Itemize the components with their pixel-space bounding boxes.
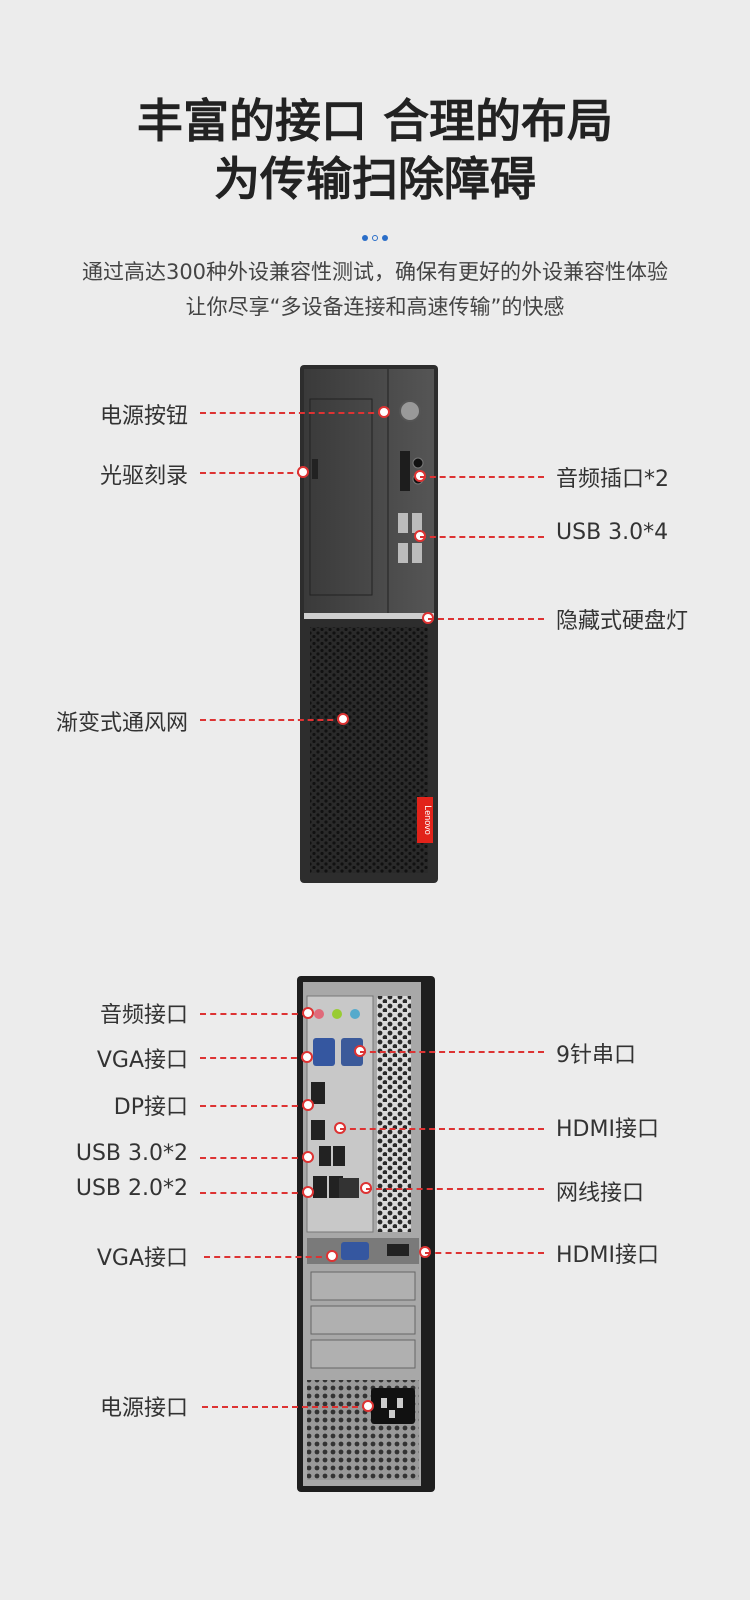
pc-front-image: Lenovo: [300, 365, 438, 883]
leader-line: [200, 719, 343, 721]
label-rear-usb30: USB 3.0*2: [75, 1141, 188, 1166]
marker-dot: [301, 1051, 313, 1063]
leader-line: [200, 1157, 308, 1159]
dot-icon: [372, 235, 378, 241]
subtitle-line-2: 让你尽享“多设备连接和高速传输”的快感: [185, 295, 565, 319]
label-rear-audio: 音频接口: [99, 1003, 188, 1028]
label-rear-vga-card: VGA接口: [96, 1246, 188, 1271]
marker-dot: [302, 1186, 314, 1198]
leader-line: [360, 1051, 544, 1053]
label-serial-port: 9针串口: [556, 1043, 636, 1068]
leader-line: [200, 1057, 307, 1059]
marker-dot: [362, 1400, 374, 1412]
label-rear-power: 电源接口: [99, 1396, 188, 1421]
leader-line: [204, 1256, 332, 1258]
label-optical-drive: 光驱刻录: [99, 464, 188, 489]
subtitle-line-1: 通过高达300种外设兼容性测试，确保有更好的外设兼容性体验: [81, 260, 669, 284]
marker-dot: [378, 406, 390, 418]
brand-logo: Lenovo: [423, 805, 433, 835]
label-hdd-light: 隐藏式硬盘灯: [556, 609, 689, 634]
label-vent-mesh: 渐变式通风网: [55, 711, 188, 736]
label-power-button: 电源按钮: [99, 404, 188, 429]
headline-line-1: 丰富的接口 合理的布局: [136, 94, 613, 148]
label-rear-usb20: USB 2.0*2: [75, 1176, 188, 1201]
leader-line: [366, 1188, 544, 1190]
label-rear-hdmi: HDMI接口: [556, 1117, 659, 1142]
leader-line: [202, 1406, 368, 1408]
leader-line: [420, 536, 544, 538]
marker-dot: [297, 466, 309, 478]
label-ethernet: 网线接口: [556, 1181, 645, 1206]
marker-dot: [337, 713, 349, 725]
leader-line: [200, 1192, 308, 1194]
leader-line: [200, 472, 303, 474]
label-rear-hdmi-card: HDMI接口: [556, 1243, 659, 1268]
dot-icon: [382, 235, 388, 241]
carousel-dots: [0, 226, 750, 245]
marker-dot: [302, 1099, 314, 1111]
leader-line: [428, 618, 544, 620]
label-rear-vga: VGA接口: [96, 1048, 188, 1073]
leader-line: [340, 1128, 544, 1130]
dot-icon: [362, 235, 368, 241]
marker-dot: [302, 1007, 314, 1019]
leader-line: [425, 1252, 544, 1254]
label-usb30-front: USB 3.0*4: [556, 520, 669, 545]
pc-rear-image: [297, 976, 435, 1492]
label-audio-jacks: 音频插口*2: [556, 467, 669, 492]
headline-line-2: 为传输扫除障碍: [214, 152, 536, 206]
leader-line: [200, 1105, 308, 1107]
label-rear-dp: DP接口: [113, 1095, 188, 1120]
marker-dot: [302, 1151, 314, 1163]
leader-line: [420, 476, 544, 478]
leader-line: [200, 412, 384, 414]
marker-dot: [326, 1250, 338, 1262]
leader-line: [200, 1013, 308, 1015]
